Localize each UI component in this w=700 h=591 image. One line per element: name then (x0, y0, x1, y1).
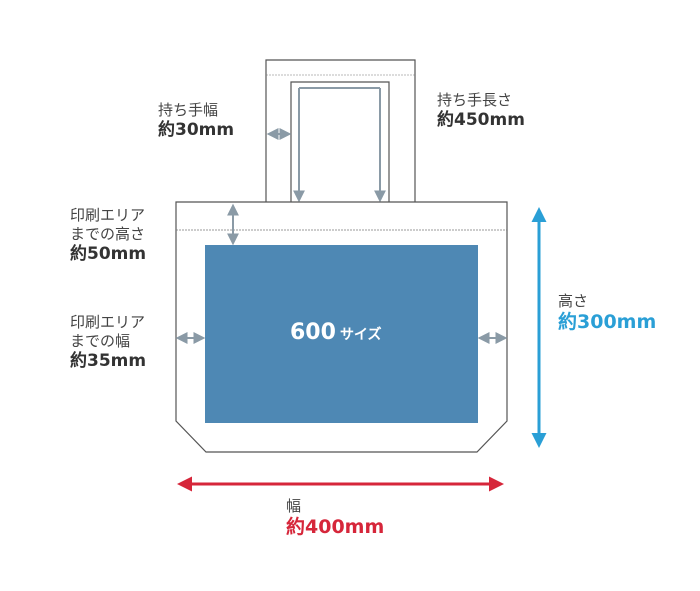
handle-length-value: 約450mm (437, 109, 525, 130)
width-title: 幅 (286, 497, 302, 515)
handle-outline (265, 59, 416, 202)
handle-length-label: 持ち手長さ 約450mm (437, 91, 525, 131)
handle-width-label: 持ち手幅 約30mm (158, 101, 234, 141)
height-label: 高さ 約300mm (558, 292, 656, 335)
handle-width-value: 約30mm (158, 119, 235, 140)
print-size-number: 600 (290, 320, 336, 345)
height-value: 約300mm (558, 310, 657, 333)
handle-width-title: 持ち手幅 (158, 101, 219, 119)
print-area (205, 245, 478, 423)
handle-inner-outline (290, 81, 390, 202)
side-margin-value: 約35mm (70, 350, 147, 371)
width-value: 約400mm (286, 515, 385, 538)
top-margin-line2: までの高さ (70, 224, 146, 243)
print-size-suffix: サイズ (339, 327, 382, 343)
height-title: 高さ (558, 292, 589, 310)
side-margin-line2: までの幅 (70, 331, 131, 350)
top-margin-label: 印刷エリア までの高さ 約50mm (70, 206, 146, 265)
side-margin-line1: 印刷エリア (70, 313, 146, 331)
side-margin-label: 印刷エリア までの幅 約35mm (70, 313, 146, 372)
top-margin-value: 約50mm (70, 243, 147, 264)
top-margin-line1: 印刷エリア (70, 206, 146, 224)
width-label: 幅 約400mm (286, 497, 384, 540)
handle-length-title: 持ち手長さ (437, 91, 513, 109)
